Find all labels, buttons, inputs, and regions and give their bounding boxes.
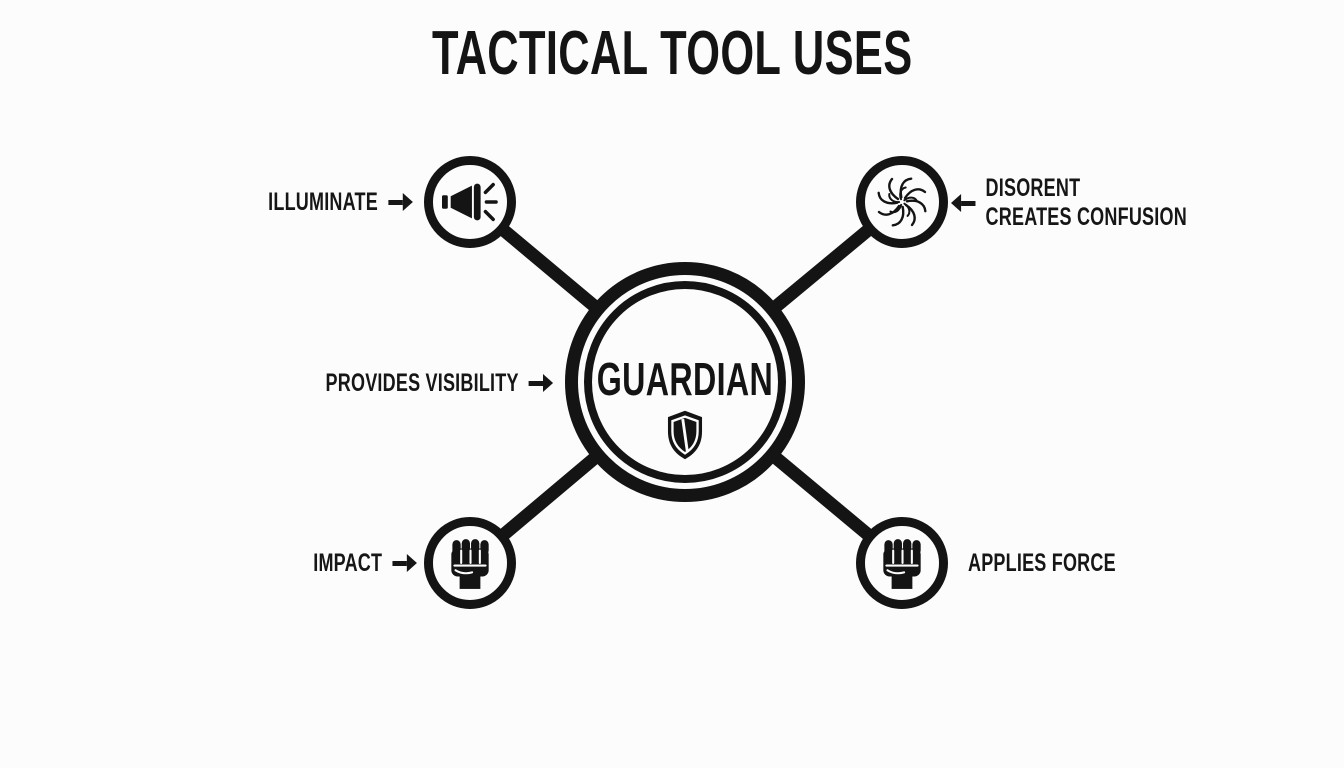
node-illuminate xyxy=(424,156,516,248)
label-provides-visibility: PROVIDES VISIBILITY xyxy=(325,368,553,398)
node-applies-force xyxy=(856,517,948,609)
label-applies-force-text: APPLIES FORCE xyxy=(968,548,1116,577)
hub-node-guardian: GUARDIAN xyxy=(565,262,805,502)
hub-inner-ring xyxy=(584,281,786,483)
label-impact: IMPACT xyxy=(313,548,417,578)
right-arrow-icon xyxy=(392,554,417,572)
label-disorient-text: DISORENT CREATES CONFUSION xyxy=(986,174,1187,232)
label-provides-visibility-text: PROVIDES VISIBILITY xyxy=(325,368,519,397)
page-title: TACTICAL TOOL USES xyxy=(431,19,913,88)
right-arrow-icon xyxy=(388,193,413,211)
node-disorient xyxy=(856,156,948,248)
hub-content: GUARDIAN xyxy=(578,301,792,515)
label-disorient-line2: CREATES CONFUSION xyxy=(985,203,1187,231)
shield-icon xyxy=(667,410,703,459)
page-title-wrap: TACTICAL TOOL USES xyxy=(0,18,1344,89)
label-disorient: DISORENT CREATES CONFUSION xyxy=(951,174,1187,232)
fist-icon xyxy=(451,539,489,589)
hub-label: GUARDIAN xyxy=(596,352,774,405)
label-illuminate-text: ILLUMINATE xyxy=(268,187,379,216)
node-impact xyxy=(424,517,516,609)
label-disorient-line1: DISORENT xyxy=(985,174,1081,202)
right-arrow-icon xyxy=(528,374,553,392)
label-impact-text: IMPACT xyxy=(313,548,383,577)
swirl-icon xyxy=(877,177,927,227)
left-arrow-icon xyxy=(951,194,976,212)
label-applies-force: APPLIES FORCE xyxy=(968,548,1116,578)
label-illuminate: ILLUMINATE xyxy=(269,187,413,217)
fist-icon xyxy=(883,539,921,589)
flashlight-icon xyxy=(442,182,498,222)
